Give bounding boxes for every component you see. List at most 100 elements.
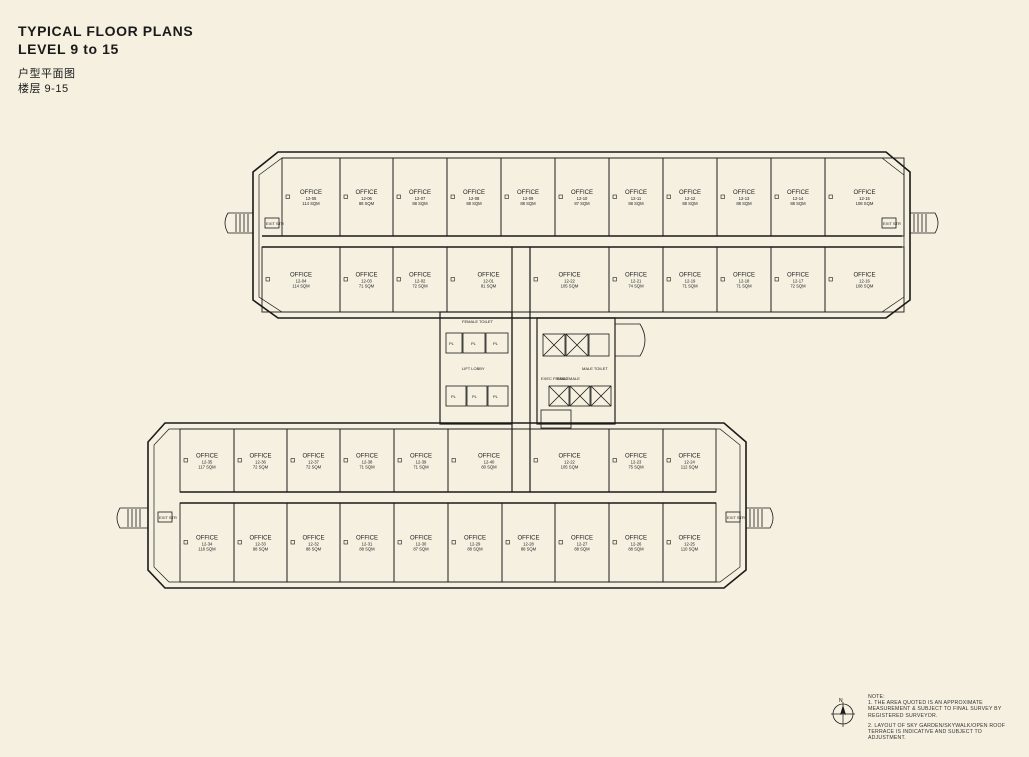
unit-area-label: 80 SQM	[481, 465, 497, 470]
unit-type-label: OFFICE	[250, 536, 272, 542]
stair-tower-nw	[224, 212, 280, 234]
column-marker	[183, 458, 188, 463]
unit-boundary	[662, 502, 717, 583]
unit-type-label: OFFICE	[410, 536, 432, 542]
unit-number-label: 12-09	[523, 196, 534, 201]
stair-tower-sw	[116, 507, 173, 529]
unit-number-label: 12-19	[685, 279, 696, 284]
unit-type-label: OFFICE	[518, 536, 540, 542]
unit-number-label: 12-03	[361, 279, 372, 284]
unit-number-label: 12-32	[308, 542, 319, 547]
unit-boundary	[824, 246, 905, 313]
plan-subtitle: 户型平面图 楼层 9-15	[18, 67, 76, 97]
unit-type-label: OFFICE	[196, 536, 218, 542]
unit-type-label: OFFICE	[300, 190, 322, 196]
unit-number-label: 12-18	[739, 279, 750, 284]
unit-number-label: 12-10	[577, 196, 588, 201]
subtitle-line-1: 户型平面图	[18, 68, 76, 80]
unit-number-label: 12-33	[255, 542, 266, 547]
column-marker	[237, 458, 242, 463]
column-marker	[285, 194, 290, 199]
unit-type-label: OFFICE	[625, 190, 647, 196]
unit-boundary	[662, 428, 717, 493]
unit-area-label: 117 SQM	[198, 465, 216, 470]
unit-type-label: OFFICE	[409, 273, 431, 279]
unit-type-label: OFFICE	[625, 273, 647, 279]
unit-number-label: 12-35	[202, 460, 213, 465]
column-marker	[265, 277, 270, 282]
unit-area-label: 87 SQM	[574, 201, 590, 206]
unit-number-label: 12-30	[416, 542, 427, 547]
unit-number-label: 12-16	[859, 279, 870, 284]
column-marker	[828, 194, 833, 199]
unit-type-label: OFFICE	[409, 190, 431, 196]
note-2: 2. LAYOUT OF SKY GARDEN/SKYWALK/OPEN ROO…	[868, 722, 1006, 742]
unit-type-label: OFFICE	[854, 273, 876, 279]
lift-label-6: PL	[493, 394, 499, 399]
unit-boundary	[824, 157, 905, 237]
notes-heading: NOTE:	[868, 694, 885, 700]
unit-number-label: 12-22	[564, 279, 575, 284]
notes-block: NOTE: 1. THE AREA QUOTED IS AN APPROXIMA…	[868, 694, 1018, 741]
unit-area-label: 72 SQM	[306, 465, 322, 470]
south-block-inner	[153, 428, 741, 583]
column-marker	[666, 277, 671, 282]
column-marker	[612, 194, 617, 199]
unit-type-label: OFFICE	[517, 190, 539, 196]
unit-area-label: 72 SQM	[790, 284, 806, 289]
unit-area-label: 105 SQM	[561, 465, 579, 470]
unit-number-label: 12-14	[793, 196, 804, 201]
unit-number-label: 12-12	[685, 196, 696, 201]
unit-number-label: 12-37	[308, 460, 319, 465]
unit-number-label: 12-28	[523, 542, 534, 547]
unit-type-label: OFFICE	[787, 190, 809, 196]
exec-female-label: EXEC FEMALE	[541, 376, 569, 381]
unit-type-label: OFFICE	[303, 454, 325, 460]
core-right	[536, 317, 616, 425]
unit-type-label: OFFICE	[478, 273, 500, 279]
unit-area-label: 114 SQM	[302, 201, 320, 206]
north-block-outline	[252, 151, 911, 319]
unit-number-label: 12-29	[470, 542, 481, 547]
column-marker	[397, 540, 402, 545]
unit-area-label: 112 SQM	[681, 465, 699, 470]
unit-number-label: 12-24	[684, 460, 695, 465]
unit-type-label: OFFICE	[463, 190, 485, 196]
plan-title: TYPICAL FLOOR PLANS LEVEL 9 to 15	[18, 22, 193, 58]
unit-number-label: 12-31	[362, 542, 373, 547]
unit-area-label: 71 SQM	[736, 284, 752, 289]
note-1: 1. THE AREA QUOTED IS AN APPROXIMATE MEA…	[868, 700, 1002, 719]
unit-number-label: 12-25	[684, 542, 695, 547]
unit-number-label: 12-36	[255, 460, 266, 465]
column-marker	[290, 540, 295, 545]
unit-area-label: 88 SQM	[628, 201, 644, 206]
lift-label-3: PL	[493, 341, 499, 346]
column-marker	[774, 194, 779, 199]
unit-area-label: 71 SQM	[359, 284, 375, 289]
unit-number-label: 12-40	[484, 460, 495, 465]
unit-number-label: 12-34	[202, 542, 213, 547]
unit-area-label: 88 SQM	[253, 547, 269, 552]
unit-area-label: 72 SQM	[253, 465, 269, 470]
unit-type-label: OFFICE	[733, 273, 755, 279]
column-marker	[183, 540, 188, 545]
column-marker	[774, 277, 779, 282]
